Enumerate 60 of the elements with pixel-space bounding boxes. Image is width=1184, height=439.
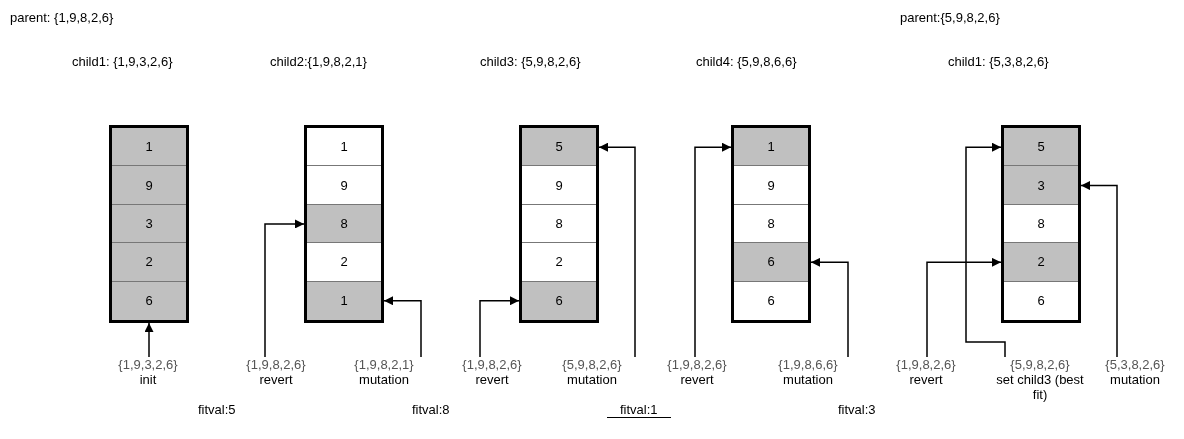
arrow — [264, 219, 305, 358]
value-set-text: {1,9,8,2,1} — [354, 357, 414, 372]
value-set-text: {5,9,8,2,6} — [1010, 357, 1070, 372]
array-box — [731, 125, 811, 323]
value-set-text: {5,9,8,2,6} — [562, 357, 622, 372]
arrow — [144, 322, 154, 358]
arrow — [383, 296, 422, 358]
fitness-label: fitval:1 — [607, 402, 671, 418]
operation-label: init — [139, 372, 157, 387]
value-set-text: {1,9,8,2,6} — [462, 357, 522, 372]
arrow — [694, 142, 732, 358]
array-cell: 8 — [307, 204, 381, 244]
array-box — [1001, 125, 1081, 323]
fitness-label: fitval:8 — [412, 402, 450, 417]
array-cell: 3 — [112, 204, 186, 244]
operation-label: set child3 (best fit) — [993, 372, 1087, 402]
array-box — [304, 125, 384, 323]
arrow — [810, 257, 849, 358]
arrow — [598, 142, 636, 358]
value-set-text: {1,9,3,2,6} — [118, 357, 178, 372]
array-cell: 1 — [734, 128, 808, 167]
heading-text: parent:{5,9,8,2,6} — [900, 10, 1000, 25]
operation-label: mutation — [359, 372, 409, 387]
arrow — [926, 257, 1002, 358]
arrow — [965, 142, 1006, 358]
operation-label: revert — [909, 372, 943, 387]
heading-text: child1: {1,9,3,2,6} — [72, 54, 173, 69]
heading-text: child2:{1,9,8,2,1} — [270, 54, 367, 69]
operation-label: mutation — [1110, 372, 1160, 387]
array-cell: 6 — [734, 243, 808, 282]
array-cell: 6 — [112, 281, 186, 320]
operation-label: revert — [259, 372, 293, 387]
heading-text: parent: {1,9,8,2,6} — [10, 10, 114, 25]
array-cell: 6 — [522, 281, 596, 320]
array-box — [109, 125, 189, 323]
array-cell: 1 — [112, 128, 186, 167]
heading-text: child1: {5,3,8,2,6} — [948, 54, 1049, 69]
array-box — [519, 125, 599, 323]
array-cell: 5 — [1004, 128, 1078, 167]
heading-text: child3: {5,9,8,2,6} — [480, 54, 581, 69]
arrow — [479, 296, 520, 358]
arrow — [1080, 181, 1118, 358]
array-cell: 3 — [1004, 166, 1078, 205]
operation-label: revert — [475, 372, 509, 387]
value-set-text: {1,9,8,6,6} — [778, 357, 838, 372]
value-set-text: {5,3,8,2,6} — [1105, 357, 1165, 372]
operation-label: revert — [680, 372, 714, 387]
fitness-label: fitval:3 — [838, 402, 876, 417]
value-set-text: {1,9,8,2,6} — [667, 357, 727, 372]
array-cell: 5 — [522, 128, 596, 167]
operation-label: mutation — [567, 372, 617, 387]
heading-text: child4: {5,9,8,6,6} — [696, 54, 797, 69]
value-set-text: {1,9,8,2,6} — [896, 357, 956, 372]
operation-label: mutation — [783, 372, 833, 387]
value-set-text: {1,9,8,2,6} — [246, 357, 306, 372]
array-cell: 9 — [112, 166, 186, 205]
fitness-label: fitval:5 — [198, 402, 236, 417]
array-cell: 2 — [1004, 243, 1078, 282]
array-cell: 1 — [307, 281, 381, 320]
array-cell: 2 — [112, 243, 186, 282]
